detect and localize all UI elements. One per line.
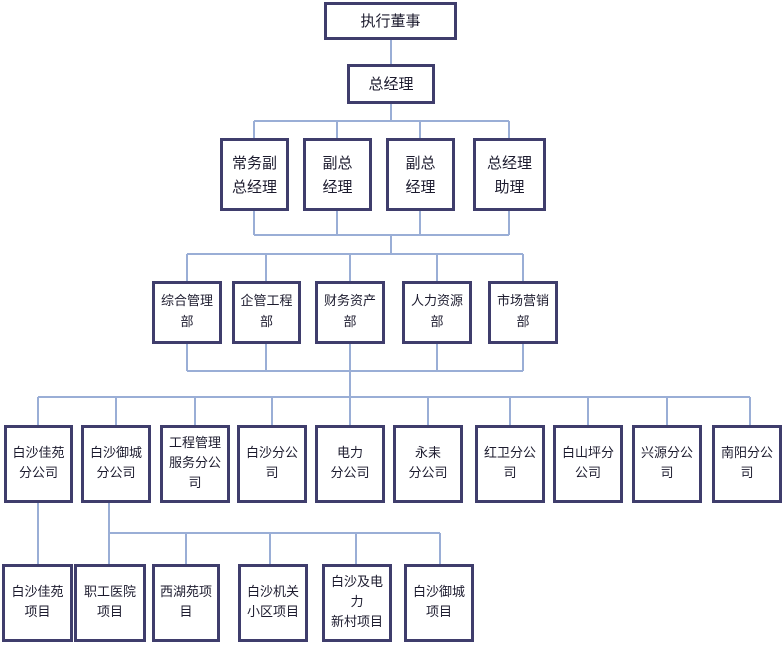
node-dept-3: 财务资产部	[315, 281, 385, 344]
node-dept-5: 市场营销部	[488, 281, 558, 344]
node-company-2: 白沙御城 分公司	[81, 425, 151, 503]
node-project-4: 白沙机关 小区项目	[238, 564, 308, 642]
node-general-manager: 总经理	[347, 64, 435, 104]
node-deputy-1: 常务副 总经理	[220, 138, 289, 211]
node-deputy-2: 副总 经理	[303, 138, 372, 211]
node-executive-director: 执行董事	[324, 2, 457, 40]
node-dept-1: 综合管理部	[152, 281, 222, 344]
node-company-7: 红卫分公 司	[475, 425, 545, 503]
node-company-6: 永耒 分公司	[393, 425, 463, 503]
node-project-2: 职工医院 项目	[74, 564, 146, 642]
node-company-4: 白沙分公 司	[237, 425, 307, 503]
node-company-9: 兴源分公 司	[632, 425, 702, 503]
node-company-5: 电力 分公司	[315, 425, 385, 503]
node-project-1: 白沙佳苑 项目	[2, 564, 73, 642]
node-deputy-3: 副总 经理	[386, 138, 455, 211]
node-project-3: 西湖苑项 目	[152, 564, 220, 642]
node-dept-4: 人力资源部	[402, 281, 472, 344]
node-project-5: 白沙及电力 新村项目	[322, 564, 392, 642]
node-company-10: 南阳分公 司	[712, 425, 782, 503]
node-company-1: 白沙佳苑 分公司	[4, 425, 73, 503]
node-company-8: 白山坪分 公司	[553, 425, 623, 503]
node-company-3: 工程管理 服务分公 司	[160, 425, 230, 503]
node-project-6: 白沙御城 项目	[404, 564, 474, 642]
node-dept-2: 企管工程部	[232, 281, 301, 344]
node-deputy-4: 总经理 助理	[473, 138, 546, 211]
